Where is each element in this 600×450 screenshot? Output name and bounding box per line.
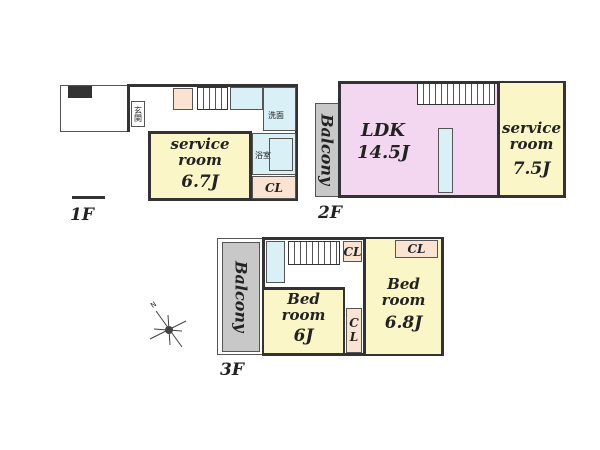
gate-post [68, 86, 92, 98]
compass-icon: N [148, 300, 188, 351]
closet-3f-bedroom1: C L [346, 308, 362, 353]
kitchen-counter [438, 128, 453, 193]
bedroom-6-8j: Bed room 6.8J [363, 239, 441, 354]
floor-label-2f: 2F [318, 203, 342, 223]
balcony-2f: Balcony [315, 103, 339, 197]
shoe-closet [173, 88, 193, 110]
service-room-2f: service room 7.5J [497, 83, 563, 195]
scale-bar [72, 196, 105, 199]
washroom-3f [266, 241, 285, 283]
floor-label-3f: 3F [220, 360, 244, 380]
service-room-1f: service room 6.7J [148, 131, 252, 201]
floor-label-1f: 1F [70, 205, 94, 225]
closet-3f-bedroom2: CL [395, 240, 438, 258]
closet-3f-hall: CL [343, 241, 362, 262]
stairs-2f [417, 83, 495, 105]
entrance: 玄関 [131, 101, 145, 127]
stairs-3f [288, 241, 340, 265]
closet-1f: CL [252, 176, 296, 199]
toilet [230, 87, 263, 110]
balcony-3f: Balcony [222, 242, 260, 352]
bathtub [269, 138, 293, 171]
bedroom-6j: Bed room 6J [264, 287, 345, 353]
washroom: 洗面 [263, 87, 296, 131]
bathroom: 浴室 [252, 133, 296, 175]
stairs [197, 87, 228, 110]
